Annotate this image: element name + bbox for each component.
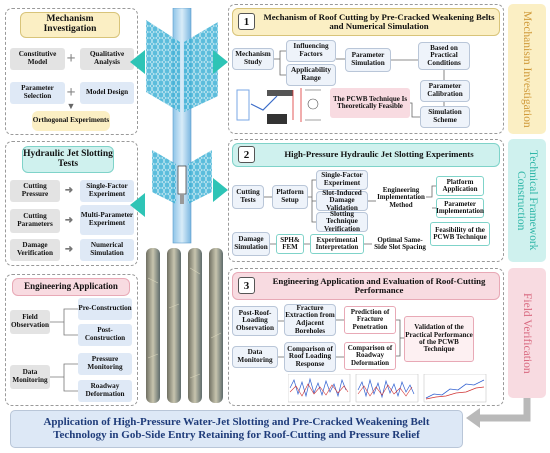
feasible-conclusion: The PCWB Technique Is Theoretically Feas…	[330, 88, 410, 118]
section-1-header	[232, 8, 500, 36]
parameter-simulation-box: Parameter Simulation	[345, 48, 391, 72]
feasibility-text: Feasibility of the PCWB Technique	[430, 222, 490, 246]
fracture-extraction-box: Fracture Extraction from Adjacent Boreho…	[284, 303, 336, 336]
section-2-header	[232, 143, 500, 167]
cutting-parameters-box: Cutting Parameters	[10, 209, 60, 233]
numerical-simulation-box: Numerical Simulation	[80, 239, 134, 261]
comparison-loading-box: Comparison of Roof Loading Response	[284, 342, 336, 372]
pre-construction-box: Pre-Construction	[78, 298, 132, 320]
platform-setup-box: Platform Setup	[272, 185, 308, 209]
orthogonal-experiments-box: Orthogonal Experiments	[32, 111, 110, 131]
single-factor-exp-box: Single-Factor Experiment	[316, 170, 368, 190]
section-1-number: 1	[238, 13, 255, 30]
simulation-scheme-box: Simulation Scheme	[420, 106, 470, 128]
qualitative-analysis-box: Qualitative Analysis	[80, 48, 134, 70]
mechanism-investigation-title: Mechanism Investigation	[20, 12, 120, 38]
borehole-illustration	[146, 8, 223, 403]
prediction-text: Prediction of Fracture Penetration	[344, 306, 396, 334]
side-field-verification: Field Verification	[508, 268, 546, 398]
damage-verification-box: Damage Verification	[10, 239, 60, 261]
parameter-calibration-box: Parameter Calibration	[420, 80, 470, 102]
field-observation-box: Field Observation	[10, 310, 50, 334]
post-roof-observation-box: Post-Roof-Loading Observation	[232, 306, 278, 336]
sph-fem-text: SPH& FEM	[276, 234, 304, 254]
plus-sign: +	[66, 49, 76, 67]
down-arrow-icon: ▼	[66, 101, 76, 112]
single-factor-box: Single-Factor Experiment	[80, 180, 134, 202]
right-arrow-icon: ➜	[64, 184, 74, 196]
side-mechanism-investigation: Mechanism Investigation	[508, 4, 546, 134]
right-arrow-icon: ➜	[64, 243, 74, 255]
section-3-number: 3	[238, 277, 255, 294]
section-2-number: 2	[238, 146, 255, 163]
comparison-deformation-text: Comparison of Roadway Deformation	[344, 342, 396, 370]
multi-parameter-box: Multi-Parameter Experiment	[80, 205, 134, 235]
applicability-range-box: Applicability Range	[286, 64, 336, 86]
constitutive-model-box: Constitutive Model	[10, 48, 65, 70]
experimental-interpretation-text: Experimental Interpretation	[310, 234, 364, 254]
parameter-implementation-text: Parameter Implementation	[436, 198, 484, 218]
section-3-header	[232, 272, 500, 300]
monitoring-charts	[288, 374, 487, 403]
influencing-factors-box: Influencing Factors	[286, 40, 336, 62]
section-2-title: High-Pressure Hydraulic Jet Slotting Exp…	[284, 149, 474, 160]
section-1-mechanics-figure	[236, 88, 321, 124]
section-3-title: Engineering Application and Evaluation o…	[272, 275, 486, 295]
data-monitoring-s3-box: Data Monitoring	[232, 346, 278, 368]
banner-line-1: Application of High-Pressure Water-Jet S…	[43, 415, 430, 428]
side-technical-framework: Technical Framework Construction	[508, 139, 546, 262]
data-monitoring-box: Data Monitoring	[10, 365, 50, 389]
model-design-box: Model Design	[80, 82, 134, 104]
cutting-tests-box: Cutting Tests	[232, 185, 264, 209]
hydraulic-jet-title: Hydraulic Jet Slotting Tests	[22, 146, 114, 173]
slot-damage-box: Slot-Induced Damage Validation	[316, 189, 368, 212]
parameter-selection-box: Parameter Selection	[10, 82, 65, 104]
optimal-spacing-text: Optimal Same-Side Slot Spacing	[374, 235, 426, 251]
post-construction-box: Post-Construction	[78, 324, 132, 346]
section-1-title: Mechanism of Roof Cutting by Pre-Cracked…	[263, 11, 495, 31]
bottom-banner: Application of High-Pressure Water-Jet S…	[10, 410, 463, 448]
engineering-application-title: Engineering Application	[12, 278, 130, 296]
damage-simulation-box: Damage Simulation	[232, 232, 270, 256]
mechanism-study-box: Mechanism Study	[232, 48, 274, 70]
roadway-deformation-box: Roadway Deformation	[78, 380, 132, 402]
cutting-pressure-box: Cutting Pressure	[10, 180, 60, 202]
validation-text: Validation of the Practical Performance …	[404, 316, 474, 362]
banner-line-2: Technology in Gob-Side Entry Retaining f…	[53, 429, 420, 441]
plus-sign: +	[66, 83, 76, 101]
based-practical-box: Based on Practical Conditions	[418, 42, 470, 70]
right-arrow-icon: ➜	[64, 214, 74, 226]
slotting-verification-box: Slotting Technique Verification	[316, 210, 368, 233]
pressure-monitoring-box: Pressure Monitoring	[78, 353, 132, 375]
platform-application-text: Platform Application	[436, 176, 484, 196]
engineering-implementation-text: Engineering Implementation Method	[377, 185, 425, 209]
